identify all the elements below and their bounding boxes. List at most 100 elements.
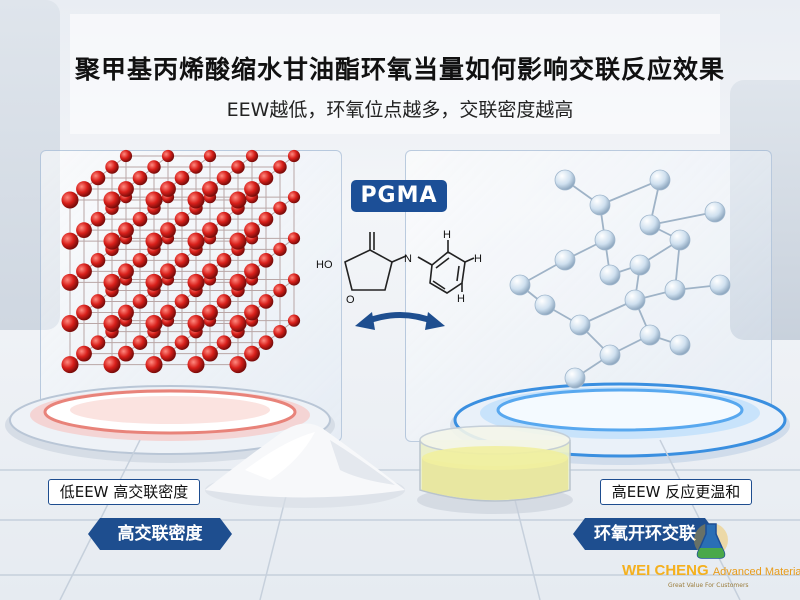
red-atom (132, 253, 148, 268)
red-atom (287, 232, 301, 245)
red-atom (132, 170, 148, 186)
glass-atom (639, 214, 661, 236)
right-label-box: 高EEW 反应更温和 (600, 479, 752, 505)
red-atom (202, 222, 218, 239)
glass-atom (509, 274, 531, 296)
red-atom (231, 160, 245, 174)
red-atom (202, 345, 218, 362)
left-ribbon: 高交联密度 (117, 524, 203, 544)
red-atom (287, 314, 301, 327)
glass-atom (564, 367, 586, 389)
red-atom (90, 335, 106, 350)
glass-atom (664, 279, 686, 301)
weicheng-logo: WEI CHENG Advanced Material Great Value … (608, 523, 800, 594)
glass-atom (599, 344, 621, 366)
red-atom (160, 222, 176, 239)
red-atom (245, 149, 259, 163)
glass-atom (599, 264, 621, 286)
red-atom (244, 222, 260, 239)
red-atom (229, 191, 247, 209)
red-atom (187, 191, 205, 209)
label-ho: HO (316, 259, 333, 271)
red-atom (216, 253, 232, 268)
red-atom (287, 273, 301, 286)
red-atom (145, 314, 163, 332)
red-atom (147, 160, 161, 174)
red-atom (202, 263, 218, 280)
glass-atom (669, 229, 691, 251)
glass-atom (669, 334, 691, 356)
logo-brand-suffix: Advanced Material (712, 566, 800, 578)
red-atom (216, 294, 232, 309)
red-atom (244, 263, 260, 280)
glass-atom (709, 274, 731, 296)
red-atom (61, 232, 79, 250)
red-atom (203, 149, 217, 163)
red-atom (273, 283, 287, 298)
red-atom (273, 201, 287, 215)
red-atom (118, 181, 134, 197)
red-atom (161, 149, 175, 163)
red-atom (145, 356, 163, 374)
red-atom (202, 304, 218, 321)
red-atom (244, 181, 260, 197)
red-atom (202, 181, 218, 197)
glass-atom (639, 324, 661, 346)
red-atom (229, 314, 247, 332)
red-atom (229, 356, 247, 374)
glass-atom (554, 249, 576, 271)
logo-brand-name: WEI CHENG (622, 562, 709, 579)
red-atom (145, 232, 163, 250)
red-atom (145, 273, 163, 291)
red-atom (287, 191, 301, 204)
red-atom (160, 345, 176, 362)
logo-brand: WEI CHENG Advanced Material (622, 562, 800, 579)
red-atom (258, 253, 274, 268)
red-atom (76, 181, 92, 197)
red-atom (229, 273, 247, 291)
red-atom (118, 345, 134, 362)
right-ribbon: 环氧开环交联 (594, 524, 696, 544)
red-atom (258, 335, 274, 350)
red-atom (187, 356, 205, 374)
label-h-right: H (474, 253, 482, 265)
red-atom (174, 335, 190, 350)
red-atom (174, 294, 190, 309)
red-atom (132, 335, 148, 350)
red-atom (174, 253, 190, 268)
red-atom (273, 242, 287, 257)
red-atom (145, 191, 163, 209)
background-top-band (70, 14, 720, 134)
red-atom (61, 273, 79, 291)
red-atom (244, 304, 260, 321)
glass-atom (704, 201, 726, 223)
glass-atom (534, 294, 556, 316)
glass-atom (649, 169, 671, 191)
logo-tagline: Great Value For Customers (668, 582, 749, 589)
red-atom (174, 211, 190, 227)
red-atom (103, 232, 121, 250)
page-title: 聚甲基丙烯酸缩水甘油酯环氧当量如何影响交联反应效果 (74, 55, 725, 84)
glass-atom (589, 194, 611, 216)
red-atom (216, 335, 232, 350)
page-subtitle: EEW越低，环氧位点越多，交联密度越高 (226, 99, 574, 121)
red-atom (244, 345, 260, 362)
red-atom (216, 170, 232, 186)
red-atom (160, 263, 176, 280)
red-atom (76, 263, 92, 280)
red-atom (287, 149, 301, 163)
red-atom (273, 160, 287, 174)
red-atom (187, 273, 205, 291)
red-atom (258, 211, 274, 227)
red-atom (187, 314, 205, 332)
red-atom (103, 191, 121, 209)
red-atom (61, 191, 79, 209)
red-atom (258, 170, 274, 186)
label-h-top: H (443, 229, 451, 241)
